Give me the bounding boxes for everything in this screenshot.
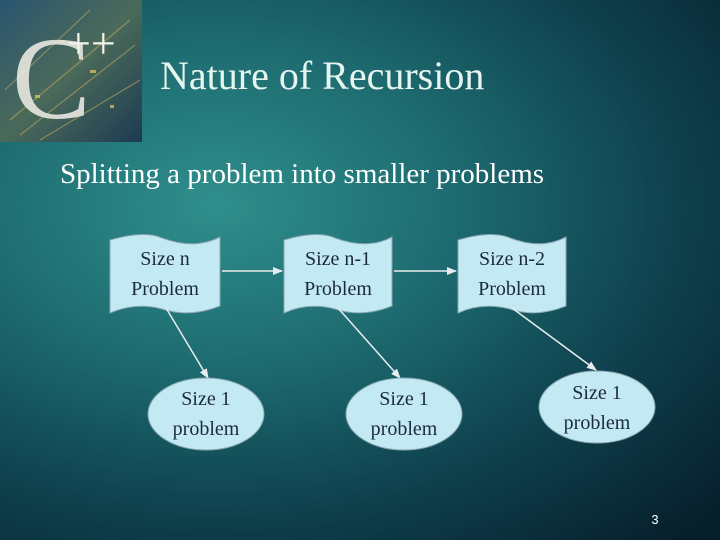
problem-label-line2: Problem bbox=[304, 278, 372, 300]
problem-label-line1: Size n-1 bbox=[304, 248, 372, 270]
logo-superscript: ++ bbox=[66, 19, 116, 68]
problem-label-line2: Problem bbox=[131, 278, 199, 300]
base-case-label-2: Size 1 problem bbox=[346, 384, 462, 444]
problem-shape-size-n bbox=[109, 234, 221, 314]
problem-label-line1: Size n bbox=[140, 248, 190, 270]
problem-label-size-n-1: Size n-1 Problem bbox=[284, 244, 392, 304]
slide-title: Nature of Recursion bbox=[160, 53, 485, 98]
slide-subtitle: Splitting a problem into smaller problem… bbox=[60, 158, 545, 190]
page-number: 3 bbox=[651, 512, 659, 527]
problem-label-line1: Size n-2 bbox=[478, 248, 546, 270]
base-case-line2: problem bbox=[172, 418, 240, 440]
problem-shape-size-n-2 bbox=[457, 234, 567, 314]
base-case-oval-3 bbox=[538, 370, 656, 444]
problem-shape-size-n-1 bbox=[283, 234, 393, 314]
base-case-label-1: Size 1 problem bbox=[148, 384, 264, 444]
arrow-n-1-to-base bbox=[337, 307, 401, 379]
base-case-label-3: Size 1 problem bbox=[539, 378, 655, 438]
base-case-oval-2 bbox=[345, 377, 463, 451]
base-case-line1: Size 1 bbox=[181, 388, 231, 410]
problem-label-line2: Problem bbox=[478, 278, 546, 300]
logo-letter: C bbox=[12, 13, 91, 142]
base-case-line1: Size 1 bbox=[379, 388, 429, 410]
base-case-line1: Size 1 bbox=[572, 382, 622, 404]
base-case-line2: problem bbox=[370, 418, 438, 440]
arrow-n-2-to-base bbox=[511, 307, 597, 371]
base-case-line2: problem bbox=[563, 412, 631, 434]
base-case-oval-1 bbox=[147, 377, 265, 451]
arrow-n-to-base bbox=[165, 307, 209, 379]
problem-label-size-n-2: Size n-2 Problem bbox=[458, 244, 566, 304]
cpp-logo: C ++ bbox=[0, 0, 142, 142]
problem-label-size-n: Size n Problem bbox=[110, 244, 220, 304]
